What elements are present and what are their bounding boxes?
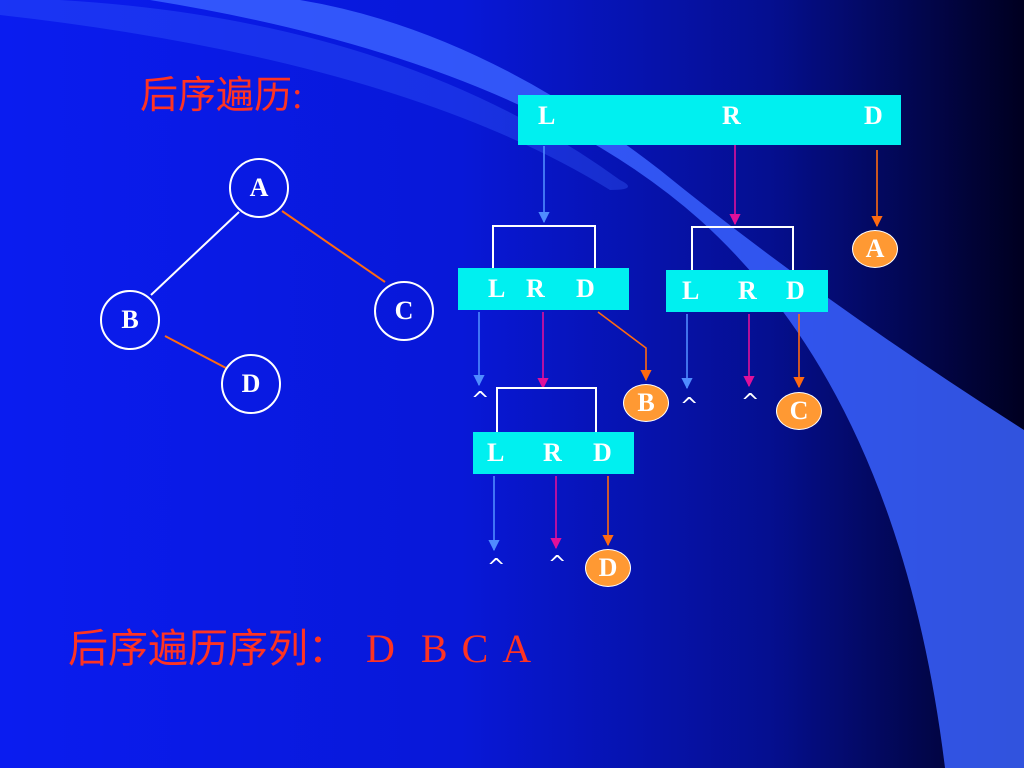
bracket-mid-left <box>492 225 596 268</box>
trace-box-root: L R D <box>518 95 901 145</box>
tree-node-b: B <box>100 290 160 350</box>
sequence-item: D <box>366 626 395 671</box>
visit-c: C <box>776 392 822 430</box>
null-marker: ^ <box>680 394 699 419</box>
visit-a: A <box>852 230 898 268</box>
box-label-r: R <box>738 276 757 305</box>
trace-box-d: L R D <box>473 432 634 474</box>
tree-node-c: C <box>374 281 434 341</box>
box-label-l: L <box>682 276 700 305</box>
box-label-r: R <box>722 101 741 130</box>
box-label-r: R <box>526 274 545 303</box>
box-label-r: R <box>543 438 562 467</box>
trace-box-b: L R D <box>458 268 629 310</box>
slide-title: 后序遍历: <box>140 75 303 117</box>
sequence-label: 后序遍历序列： <box>68 626 348 671</box>
null-marker: ^ <box>487 555 506 580</box>
sequence-item: B <box>420 626 448 671</box>
box-label-l: L <box>538 101 556 130</box>
tree-node-a: A <box>229 158 289 218</box>
edge-a-c <box>281 210 386 283</box>
bracket-mid-right <box>691 226 794 270</box>
null-marker: ^ <box>548 552 567 577</box>
null-marker: ^ <box>471 388 490 413</box>
null-marker: ^ <box>741 390 760 415</box>
box-label-d: D <box>864 101 883 130</box>
box-label-l: L <box>488 274 506 303</box>
visit-d: D <box>585 549 631 587</box>
box-label-d: D <box>593 438 612 467</box>
sequence-item: C <box>461 626 489 671</box>
edge-b-d <box>164 335 227 369</box>
bracket-bottom <box>496 387 597 432</box>
box-label-l: L <box>487 438 505 467</box>
box-label-d: D <box>786 276 805 305</box>
edge-a-b <box>150 211 240 296</box>
box-label-d: D <box>576 274 595 303</box>
sequence-item: A <box>502 626 532 671</box>
arrow-midl-d <box>597 311 652 382</box>
visit-b: B <box>623 384 669 422</box>
tree-node-d: D <box>221 354 281 414</box>
trace-box-c: L R D <box>666 270 828 312</box>
